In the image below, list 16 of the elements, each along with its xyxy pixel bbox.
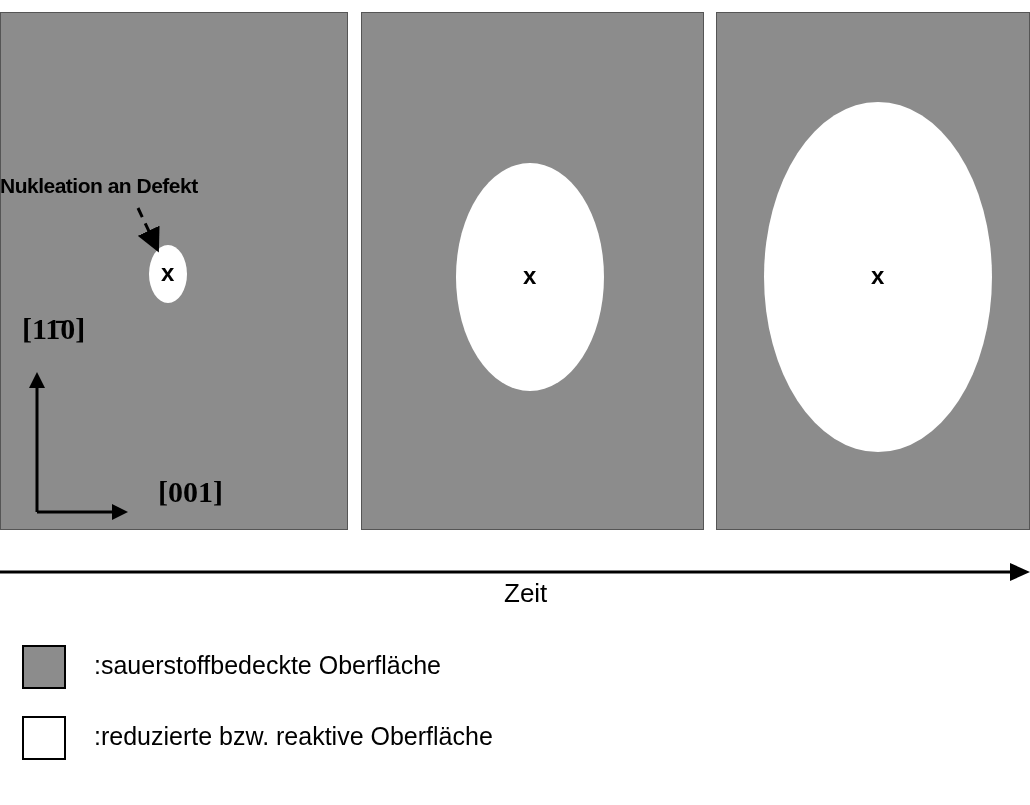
- direction-label: [001]: [158, 475, 223, 509]
- defect-mark: x: [523, 262, 537, 290]
- surface-panel: [716, 12, 1030, 530]
- reduced-island: [149, 245, 187, 303]
- reduced-island: [764, 102, 992, 452]
- leader-arrow: [136, 207, 160, 253]
- surface-panel: [361, 12, 704, 530]
- legend-text: :sauerstoffbedeckte Oberfläche: [94, 651, 441, 680]
- axis-label: Zeit: [504, 578, 548, 609]
- legend-text: :reduzierte bzw. reaktive Oberfläche: [94, 722, 493, 751]
- direction-label: [11̄0]: [22, 312, 86, 346]
- reduced-island: [456, 163, 604, 391]
- defect-mark: x: [161, 259, 175, 287]
- callout-text: Nukleation an Defekt: [0, 174, 198, 198]
- defect-mark: x: [871, 262, 885, 290]
- surface-panel: [0, 12, 348, 530]
